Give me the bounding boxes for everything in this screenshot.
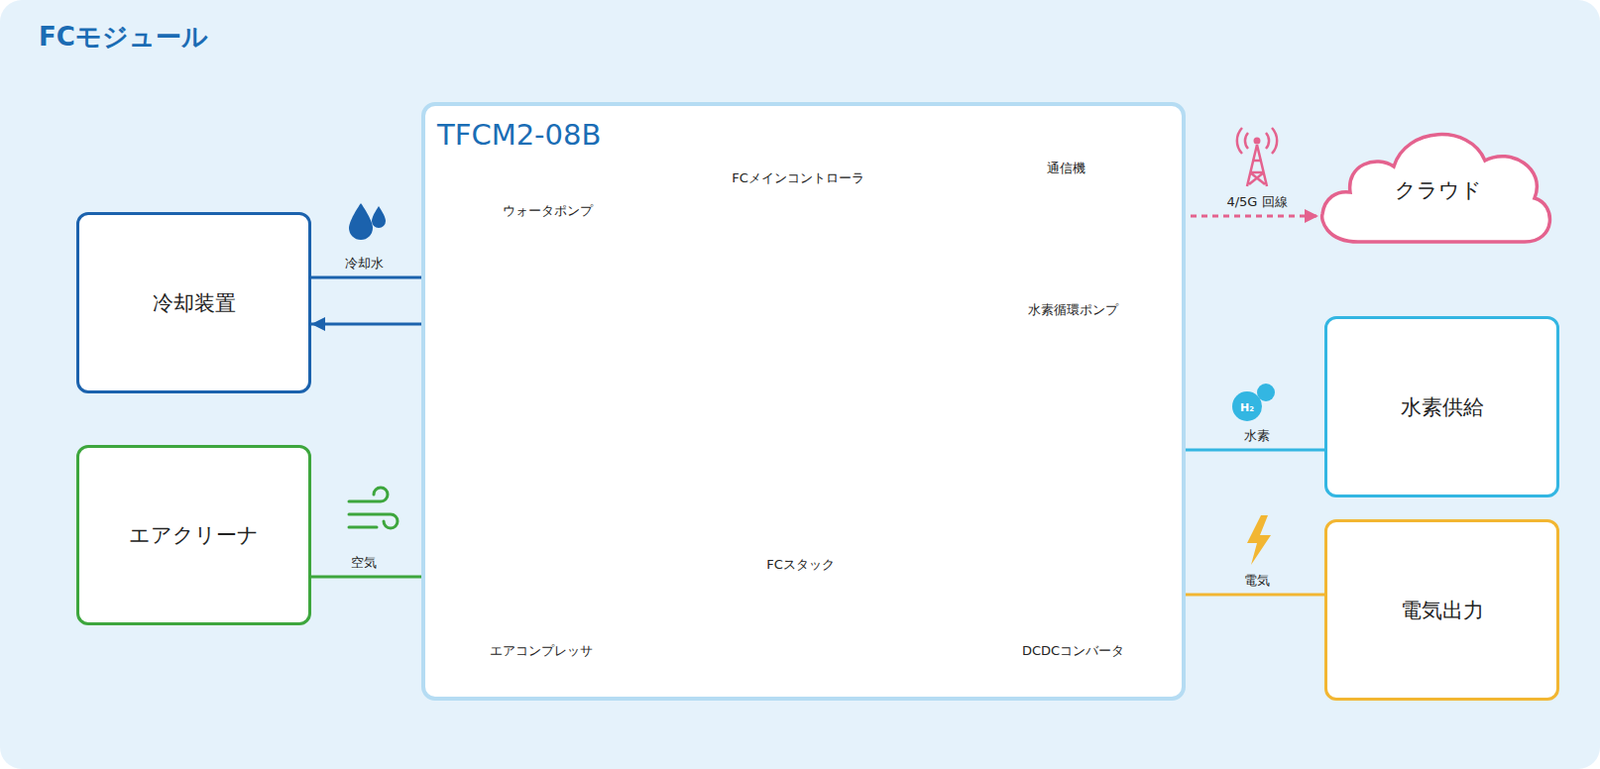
box-label: 電気出力: [1400, 596, 1485, 625]
edge-label: 電気: [1244, 572, 1270, 589]
component-label: エアコンプレッサ: [489, 643, 593, 660]
wind-icon: [348, 487, 398, 529]
system-box: 冷却装置: [76, 212, 312, 394]
component: DCDCコンバータ: [1011, 517, 1136, 660]
drop: [371, 206, 386, 229]
drop: [348, 203, 373, 240]
tower: [1247, 144, 1267, 187]
hydrogen-icon: [1232, 383, 1275, 422]
component: 水素循環ポンプ: [996, 302, 1150, 415]
wind-lines: [348, 487, 398, 529]
radio-waves: [1237, 127, 1277, 154]
bolt: [1247, 515, 1271, 566]
panel-heading: TFCM2-08B: [437, 117, 601, 152]
component-label: DCDCコンバータ: [1022, 643, 1125, 660]
box-label: エアクリーナ: [128, 521, 259, 550]
h2-bubble: [1232, 391, 1262, 422]
module-panel: TFCM2-08B ウォータポンプ FCメインコントローラ 通信機水素循環ポンプ FCス…: [421, 102, 1186, 701]
antenna-icon: [1237, 127, 1277, 187]
system-box: 電気出力: [1324, 519, 1560, 701]
box-label: 冷却装置: [152, 289, 236, 318]
component: FCメインコントローラ: [723, 170, 873, 290]
component-label: ウォータポンプ: [502, 203, 593, 220]
system-box: 水素供給: [1324, 316, 1560, 498]
component: エアコンプレッサ: [456, 523, 627, 660]
box-label: 水素供給: [1400, 393, 1485, 422]
component-label: 水素循環ポンプ: [1028, 302, 1119, 319]
cloud-path: [1322, 134, 1551, 242]
edge-label: 水素: [1244, 428, 1270, 445]
component: FCスタック: [674, 309, 927, 573]
system-box: エアクリーナ: [76, 445, 312, 626]
icon-text: H₂: [1240, 401, 1255, 415]
tower-top: [1254, 137, 1261, 145]
cloud-label: クラウド: [1394, 176, 1483, 205]
component-label: FCメインコントローラ: [731, 170, 865, 187]
edge-label: 4/5G 回線: [1226, 194, 1287, 211]
edge-label: 冷却水: [344, 255, 384, 272]
component-label: 通信機: [1046, 160, 1086, 177]
edge-label: 空気: [350, 555, 377, 572]
diagram-title: FCモジュール: [38, 19, 209, 55]
water-drop-icon: [348, 203, 386, 240]
h2-bubble-small: [1257, 383, 1275, 402]
lightning-icon: [1247, 515, 1271, 566]
component: ウォータポンプ: [485, 203, 610, 316]
component-label: FCスタック: [766, 557, 835, 573]
component: 通信機: [1006, 160, 1126, 256]
cloud-shape: クラウド: [1318, 116, 1559, 250]
